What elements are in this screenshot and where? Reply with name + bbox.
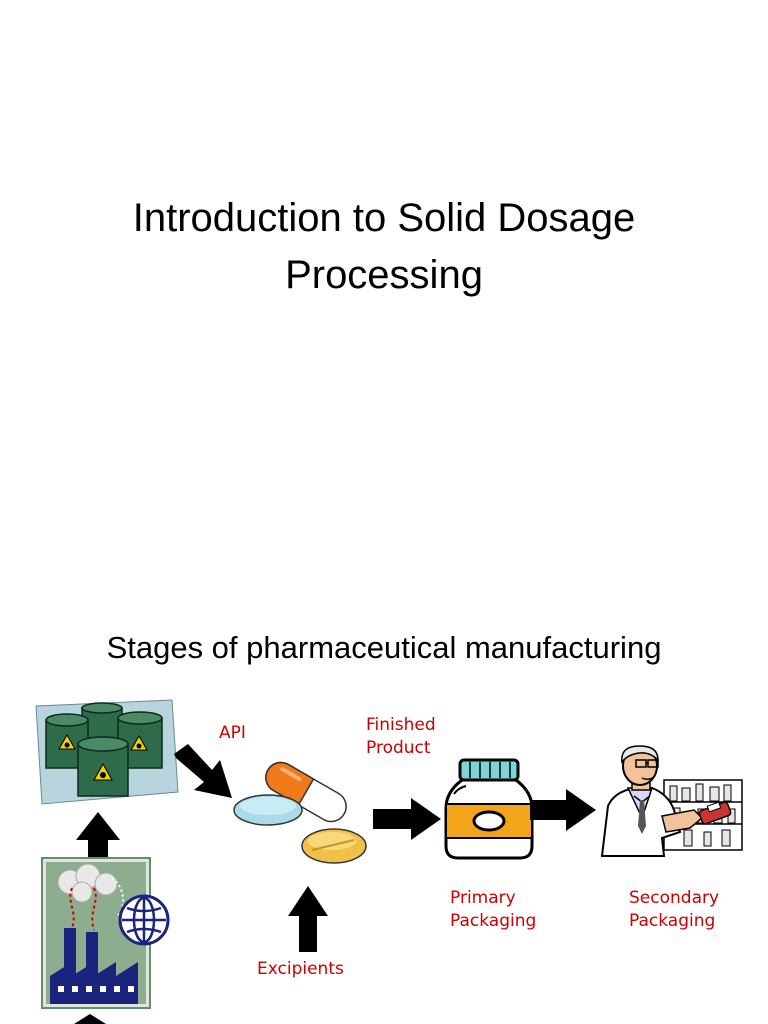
primary-label-line-2: Packaging [450, 911, 537, 931]
right-arrow-to-pharmacist [530, 789, 596, 831]
page-title: Introduction to Solid Dosage Processing [0, 190, 768, 304]
diagonal-arrow-to-pills [174, 744, 232, 798]
right-arrow-to-bottle [373, 798, 441, 840]
finished-product-label: Finished Product [366, 714, 436, 760]
secondary-label-line-2: Packaging [629, 911, 716, 931]
primary-label-line-1: Primary [450, 888, 516, 908]
title-line-2: Processing [285, 253, 483, 297]
secondary-packaging-label: Secondary Packaging [629, 887, 719, 933]
pills-image [233, 761, 367, 864]
slide-subtitle: Stages of pharmaceutical manufacturing [106, 630, 662, 665]
pharmacist-image [600, 745, 743, 857]
medicine-bottle-image [444, 758, 534, 860]
finished-label-line-2: Product [366, 738, 431, 758]
chemical-drums-image [35, 699, 179, 805]
slide-title: Introduction to Solid Dosage Processing [0, 190, 768, 304]
primary-packaging-label: Primary Packaging [450, 887, 536, 933]
up-arrow-factory-to-drums [76, 812, 120, 868]
factory-image [41, 857, 170, 1009]
title-line-1: Introduction to Solid Dosage [132, 196, 636, 240]
up-arrow-bottom [74, 1014, 106, 1024]
finished-label-line-1: Finished [366, 715, 436, 735]
excipients-label: Excipients [257, 959, 344, 979]
secondary-label-line-1: Secondary [629, 888, 720, 908]
slide-stages: Stages of pharmaceutical manufacturing [0, 590, 768, 1024]
up-arrow-excipients [288, 886, 328, 952]
api-label: API [219, 723, 246, 743]
